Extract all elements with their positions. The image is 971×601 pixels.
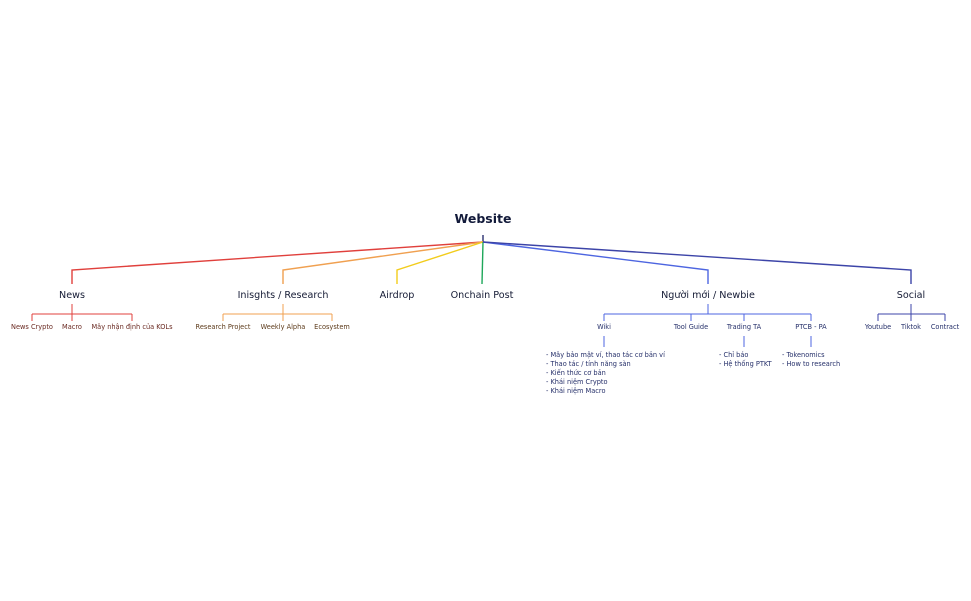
branch-social[interactable]: Social [896, 290, 926, 301]
child-social-1[interactable]: Tiktok [901, 323, 921, 331]
child-newbie-1[interactable]: Tool Guide [673, 323, 709, 331]
branch-research[interactable]: Inisghts / Research [237, 290, 329, 301]
note-item: - Kiến thức cơ bản [546, 369, 606, 377]
notes-newbie-0: - Mây bảo mật ví, thao tác cơ bản ví- Th… [546, 351, 665, 396]
note-item: - Tokenomics [782, 351, 825, 359]
child-research-2[interactable]: Ecosystem [314, 323, 350, 331]
notes-newbie-3: - Tokenomics- How to research [782, 351, 840, 369]
note-item: - Mây bảo mật ví, thao tác cơ bản ví [546, 351, 665, 359]
connector-airdrop [396, 241, 484, 284]
connector-onchain [481, 241, 484, 285]
child-news-0[interactable]: News Crypto [11, 323, 53, 331]
child-news-1[interactable]: Macro [62, 323, 82, 331]
branch-news[interactable]: News [59, 290, 85, 301]
root-node[interactable]: Website [454, 211, 512, 226]
child-newbie-0[interactable]: Wiki [597, 323, 611, 331]
child-newbie-2[interactable]: Trading TA [726, 323, 762, 331]
notes-newbie-2: - Chỉ báo- Hệ thống PTKT [719, 351, 772, 369]
child-social-2[interactable]: Contract [930, 323, 960, 331]
note-item: - Hệ thống PTKT [719, 360, 772, 368]
note-item: - Chỉ báo [719, 351, 749, 359]
child-research-1[interactable]: Weekly Alpha [260, 323, 306, 331]
child-research-0[interactable]: Research Project [195, 323, 251, 331]
child-social-0[interactable]: Youtube [864, 323, 892, 331]
connector-social [482, 241, 912, 284]
child-news-2[interactable]: Mây nhận định của KOLs [91, 323, 173, 331]
connector-news [71, 241, 484, 284]
note-item: - Thao tác / tính năng sàn [546, 360, 631, 368]
branch-onchain[interactable]: Onchain Post [450, 290, 514, 301]
note-item: - How to research [782, 360, 841, 368]
note-item: - Khái niệm Macro [546, 387, 606, 395]
branch-airdrop[interactable]: Airdrop [379, 290, 415, 301]
child-newbie-3[interactable]: PTCB - PA [795, 323, 827, 331]
note-item: - Khái niệm Crypto [546, 378, 608, 386]
branch-newbie[interactable]: Người mới / Newbie [661, 290, 755, 301]
connector-research [282, 241, 484, 284]
connector-newbie [482, 241, 709, 284]
